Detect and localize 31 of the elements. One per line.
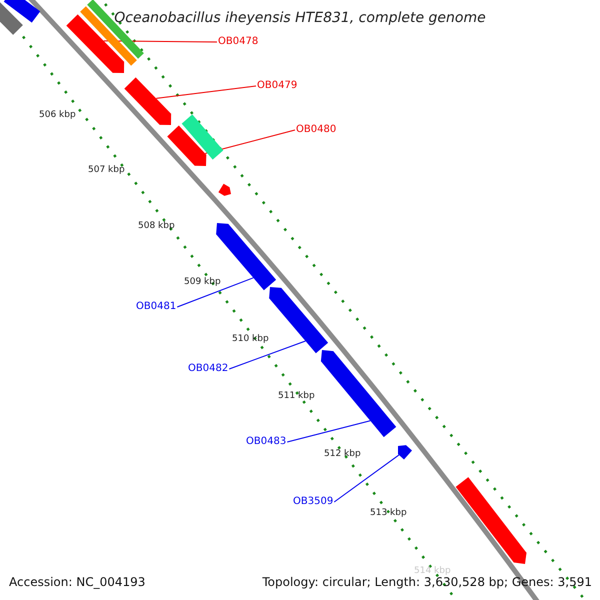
genome-summary-text: Topology: circular; Length: 3,630,528 bp; Genes: 3,591 [262, 576, 592, 588]
gene-feature [320, 350, 396, 438]
gene-label: OB3509 [293, 497, 334, 507]
scale-label: 506 kbp [39, 111, 76, 120]
leader-line [334, 454, 400, 502]
gene-label: OB0480 [296, 125, 336, 135]
scale-label: 507 kbp [88, 166, 125, 175]
gene-band [4, 0, 40, 23]
gene-band [0, 0, 23, 35]
gene-feature [167, 126, 206, 166]
scale-label: 513 kbp [370, 509, 407, 518]
gene-label: OB0478 [218, 37, 258, 47]
title: Oceanobacillus iheyensis HTE831, complete genome [113, 11, 487, 25]
gene-feature [124, 77, 172, 125]
leader-line [286, 420, 371, 442]
gene-feature [398, 445, 412, 460]
gene-feature [456, 477, 526, 564]
gene-feature [218, 184, 231, 196]
leader-line [176, 277, 254, 308]
leader-line [228, 340, 306, 370]
gene-label: OB0481 [136, 302, 176, 312]
accession-text: Accession: NC_004193 [9, 576, 146, 588]
gene-label: OB0479 [257, 81, 298, 91]
gene-label: OB0482 [188, 364, 228, 374]
gene-band [182, 114, 224, 160]
gene-feature [269, 287, 328, 354]
scale-label: 512 kbp [324, 450, 361, 459]
gene-label: OB0483 [246, 437, 286, 447]
scale-label: 509 kbp [184, 278, 221, 287]
scale-label: 508 kbp [138, 222, 175, 231]
leader-line [156, 86, 256, 99]
